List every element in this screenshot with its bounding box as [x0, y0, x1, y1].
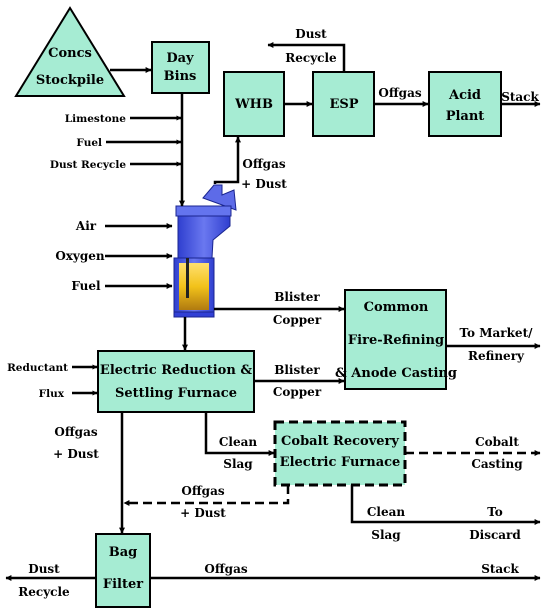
common-label-1: Common [364, 300, 429, 315]
oxygen-label: Oxygen [55, 249, 105, 263]
clean-slag-2-a: Clean [367, 505, 406, 519]
blister-copper-2-b: Copper [273, 385, 322, 399]
stack-bottom-label: Stack [481, 562, 519, 576]
blister-copper-2-a: Blister [274, 363, 320, 377]
erf-label-2: Settling Furnace [115, 386, 237, 401]
cobalt-offgas-arrow [123, 485, 290, 506]
offgas-esp-label: Offgas [378, 86, 421, 100]
acid-plant-node [428, 71, 502, 137]
dust-recycle-in-label: Dust Recycle [50, 159, 126, 171]
bag-filter-label-1: Bag [109, 545, 138, 560]
dust-recycle-bottom-2: Recycle [18, 585, 70, 599]
clean-slag-1-arrow [204, 412, 275, 456]
cobalt-label-2: Electric Furnace [280, 455, 401, 470]
concs-label-2: Stockpile [36, 73, 104, 88]
clean-slag-2-arrow [350, 485, 541, 525]
bag-filter-label-2: Filter [103, 577, 143, 592]
day-bins-node [151, 41, 210, 94]
common-label-3: & Anode Casting [335, 366, 457, 381]
concs-label-1: Concs [48, 46, 92, 61]
flash-furnace-illustration [173, 184, 237, 318]
clean-slag-2-b: Slag [371, 528, 401, 542]
cobalt-casting-2: Casting [471, 457, 523, 471]
concs-stockpile-node [14, 6, 126, 97]
bag-filter-node [95, 533, 151, 608]
offgas-dust-flash-2: + Dust [241, 177, 287, 191]
to-discard-2: Discard [469, 528, 521, 542]
electric-reduction-node [97, 350, 255, 413]
blister-copper-1-b: Copper [273, 313, 322, 327]
to-discard-1: To [487, 505, 503, 519]
offgas-dust-erf-1: Offgas [54, 425, 97, 439]
offgas-dust-erf-2: + Dust [53, 447, 99, 461]
common-label-2: Fire-Refining [348, 333, 444, 348]
fuel-mid-label: Fuel [71, 279, 101, 293]
to-market-2: Refinery [468, 349, 525, 363]
fuel-top-label: Fuel [76, 137, 102, 149]
air-label: Air [75, 219, 97, 233]
blister-copper-1-a: Blister [274, 290, 320, 304]
day-bins-label-2: Bins [164, 69, 197, 84]
cobalt-recovery-node [273, 420, 407, 487]
offgas-bottom-label: Offgas [204, 562, 247, 576]
stack-top-label: Stack [501, 90, 539, 104]
uptake-to-whb-arrow [213, 136, 241, 184]
dust-recycle-top-1: Dust [295, 27, 327, 41]
offgas-dust-flash-1: Offgas [242, 157, 285, 171]
acid-plant-label-2: Plant [446, 109, 485, 124]
erf-label-1: Electric Reduction & [100, 363, 252, 378]
cobalt-label-1: Cobalt Recovery [281, 434, 399, 449]
to-market-1: To Market/ [460, 326, 534, 340]
reductant-label: Reductant [7, 362, 68, 374]
cobalt-casting-1: Cobalt [475, 435, 519, 449]
esp-dust-recycle-arrow [267, 42, 346, 72]
common-fire-refining-node [344, 289, 447, 390]
day-bins-label-1: Day [166, 51, 194, 66]
esp-label: ESP [329, 97, 358, 112]
flux-label: Flux [39, 388, 65, 400]
dust-recycle-bottom-1: Dust [28, 562, 60, 576]
whb-label: WHB [234, 97, 273, 112]
dust-recycle-top-2: Recycle [285, 51, 337, 65]
offgas-dust-cobalt-1: Offgas [181, 484, 224, 498]
limestone-label: Limestone [65, 113, 127, 125]
offgas-dust-cobalt-2: + Dust [180, 506, 226, 520]
clean-slag-1-a: Clean [219, 435, 258, 449]
acid-plant-label-1: Acid [448, 88, 481, 103]
clean-slag-1-b: Slag [223, 457, 253, 471]
